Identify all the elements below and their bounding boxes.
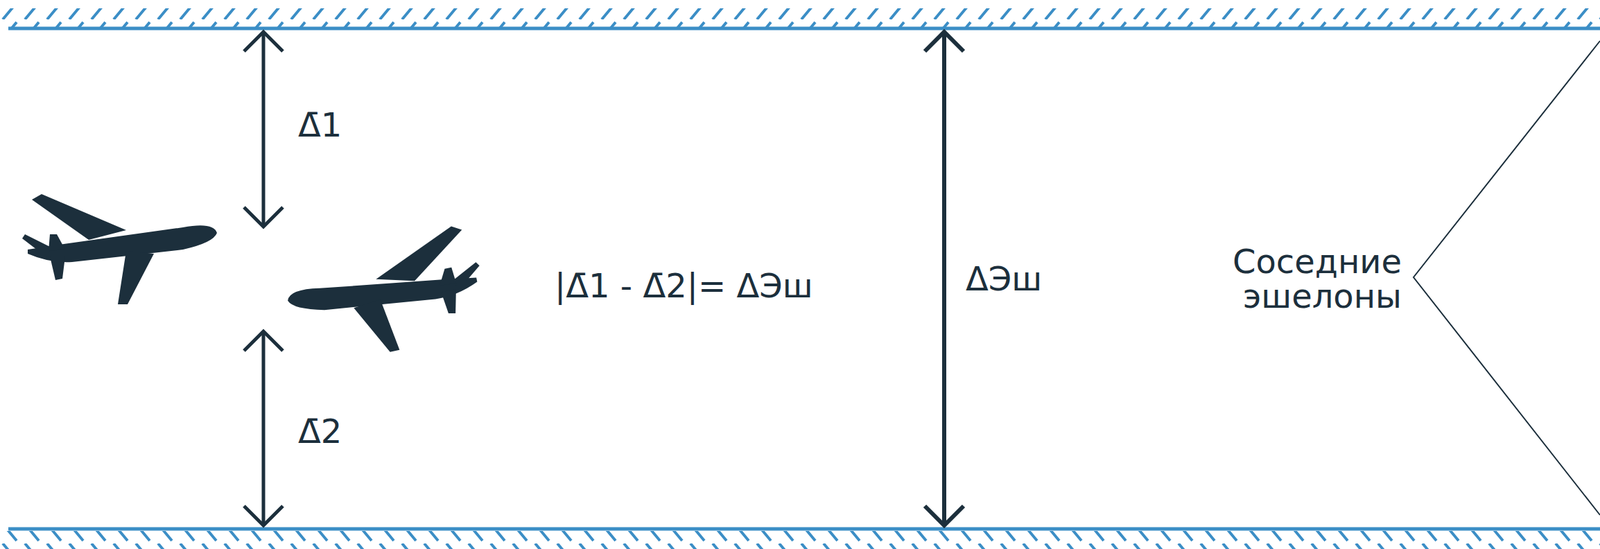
airplane xyxy=(279,222,493,371)
group-note: Соседние эшелоны xyxy=(1193,244,1402,315)
dimension-label: Δ̄2 xyxy=(298,413,342,449)
dimension-arrow xyxy=(924,31,964,526)
dimension-label: Δ̄1 xyxy=(298,107,342,143)
dimension-arrow xyxy=(244,331,283,526)
hatch xyxy=(0,531,1600,549)
airplane xyxy=(22,194,217,305)
boundary-line xyxy=(8,527,1600,532)
dimension-label: ΔЭш xyxy=(965,261,1042,297)
boundary-line xyxy=(8,27,1600,31)
bracket xyxy=(1413,40,1600,516)
hatch xyxy=(0,8,1600,28)
dimension-arrow xyxy=(244,31,283,227)
formula: |Δ̄1 - Δ̄2|= ΔЭш xyxy=(554,268,814,303)
